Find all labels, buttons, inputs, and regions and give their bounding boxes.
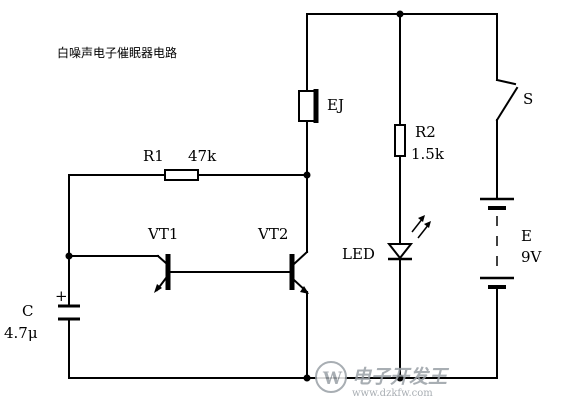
diagram-title: 白噪声电子催眠器电路 bbox=[57, 45, 177, 60]
r1-name: R1 bbox=[143, 147, 164, 165]
watermark: W 电子开发王 www.dzkfw.com bbox=[315, 361, 450, 399]
vt2-collector bbox=[292, 250, 309, 266]
led-light-arrow-1 bbox=[418, 215, 425, 222]
cap-value: 4.7μ bbox=[4, 324, 38, 342]
earphone-label: EJ bbox=[327, 96, 344, 114]
r2-name: R2 bbox=[415, 123, 436, 141]
led-label: LED bbox=[342, 245, 375, 263]
r1-value: 47k bbox=[188, 147, 217, 165]
led-triangle bbox=[386, 243, 414, 260]
r2-value: 1.5k bbox=[411, 145, 445, 163]
vt2-label: VT2 bbox=[257, 225, 288, 243]
switch-blade bbox=[495, 86, 519, 122]
switch-label: S bbox=[523, 90, 533, 108]
cap-name: C bbox=[22, 302, 33, 320]
vt1-label: VT1 bbox=[147, 225, 178, 243]
watermark-logo-icon bbox=[315, 361, 347, 393]
vt1-emitter-arrow bbox=[154, 284, 162, 293]
junction-bottom-vt2 bbox=[303, 374, 311, 382]
battery-name: E bbox=[521, 227, 532, 245]
earphone-body bbox=[298, 90, 316, 122]
watermark-logo-letter: W bbox=[322, 369, 343, 389]
r1-body bbox=[164, 169, 199, 181]
r2-body bbox=[394, 124, 406, 157]
watermark-brand: 电子开发王 bbox=[352, 366, 450, 388]
cap-plus: + bbox=[55, 287, 68, 305]
watermark-url: www.dzkfw.com bbox=[352, 388, 433, 399]
battery-value: 9V bbox=[521, 248, 543, 266]
led-light-arrow-2 bbox=[424, 221, 431, 228]
switch-contact bbox=[495, 78, 517, 86]
